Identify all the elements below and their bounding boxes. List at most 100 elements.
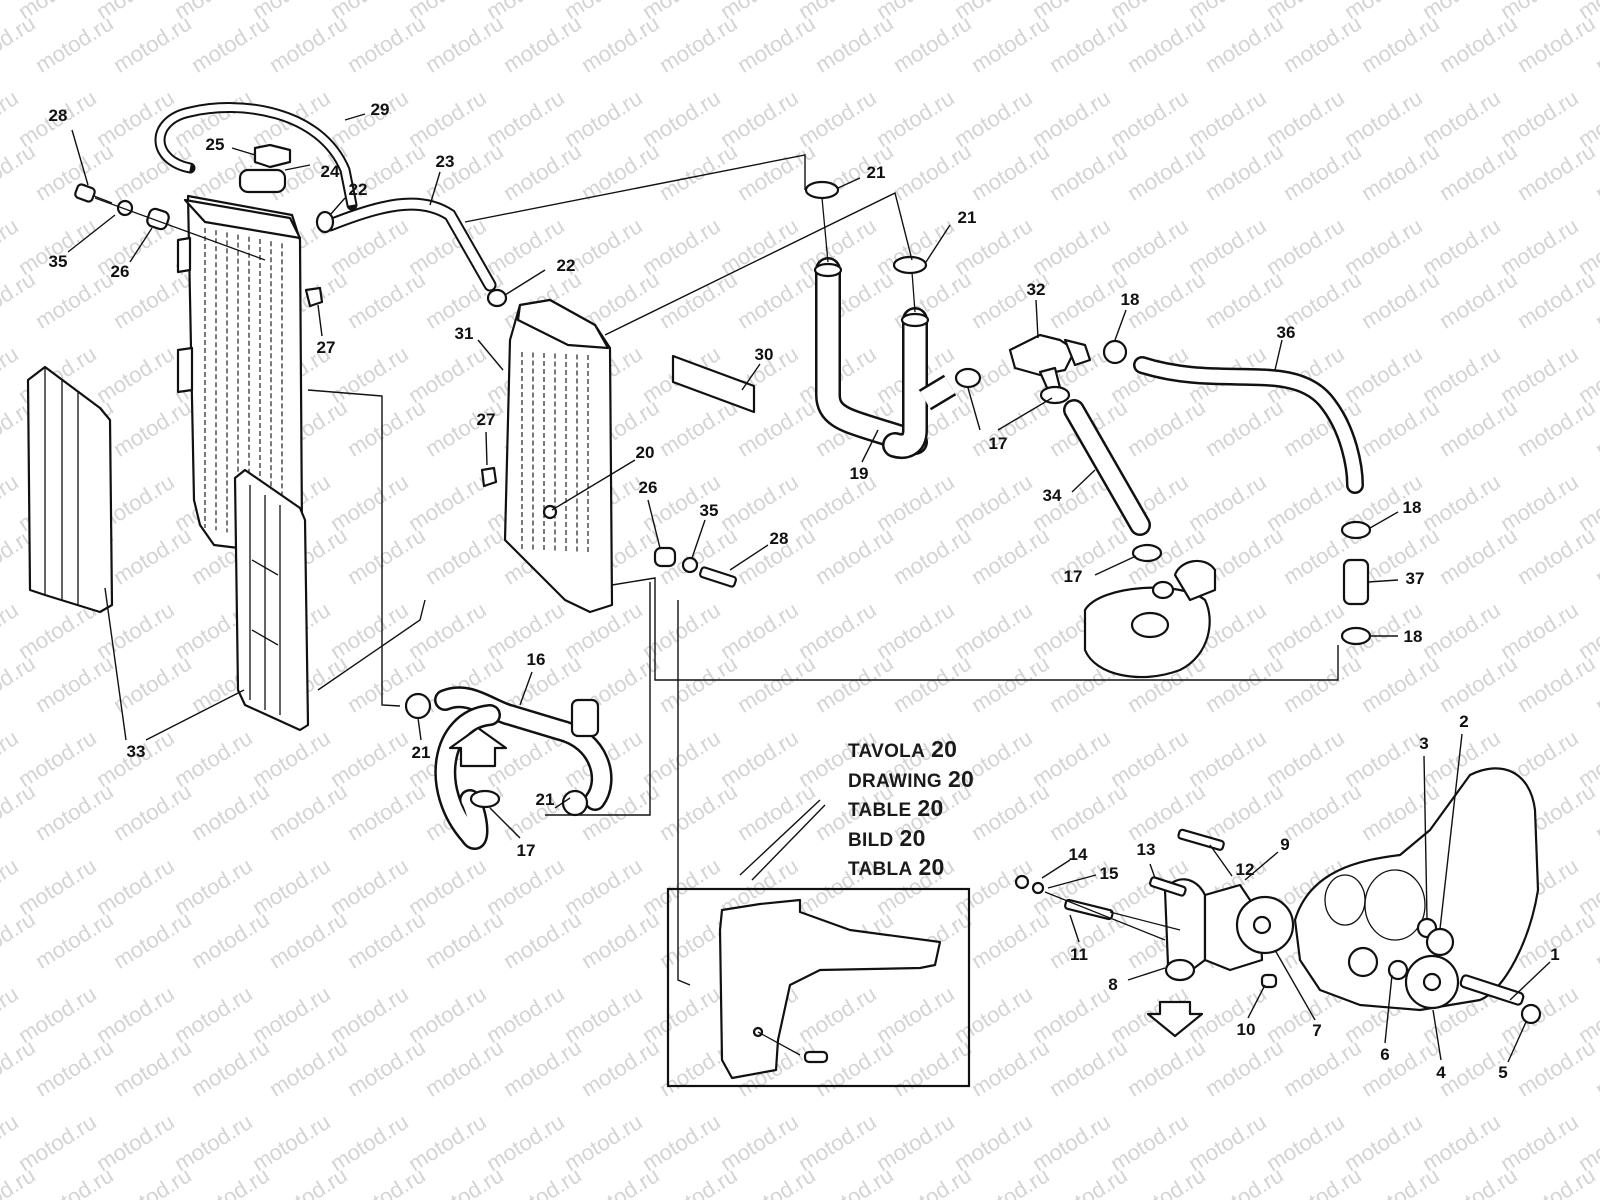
grille-left: [26, 365, 114, 614]
leader-line-35: [67, 214, 116, 253]
foam-pad: [671, 354, 756, 414]
callout-21: 21: [535, 790, 555, 809]
leader-line-8: [1127, 967, 1166, 981]
callout-22: 22: [556, 256, 576, 275]
leader-line-1: [1509, 961, 1551, 1001]
leader-line-25: [231, 147, 256, 156]
callout-18: 18: [1402, 498, 1422, 517]
leader-line-14: [1041, 859, 1071, 879]
leader-line-21: [554, 797, 571, 809]
callout-17: 17: [516, 841, 536, 860]
leader-line-29: [344, 113, 366, 121]
ref-word: DRAWING: [848, 770, 942, 792]
callout-37: 37: [1405, 569, 1425, 588]
connection-line: [751, 804, 826, 881]
callout-32: 32: [1026, 280, 1046, 299]
callout-7: 7: [1312, 1021, 1322, 1040]
grille-right: [233, 468, 310, 732]
leader-line-24: [284, 164, 311, 171]
right-radiator: [503, 298, 614, 614]
y-pipe: [813, 257, 957, 460]
leader-line-11: [1069, 914, 1080, 943]
leader-line-6: [1384, 974, 1393, 1044]
leader-line-33: [145, 689, 245, 741]
leader-line-27: [485, 431, 488, 466]
leader-line-17: [997, 397, 1053, 431]
callout-21: 21: [411, 743, 431, 762]
ref-number: 20: [918, 854, 945, 880]
callout-36: 36: [1276, 323, 1296, 342]
leader-line-2: [1439, 733, 1463, 930]
flow-arrow-up: [448, 726, 508, 768]
leader-line-3: [1423, 755, 1428, 919]
callout-11: 11: [1070, 945, 1088, 964]
leader-line-22: [329, 197, 346, 216]
flow-arrow-down: [1146, 1000, 1204, 1038]
callout-23: 23: [435, 152, 455, 171]
leader-line-21: [837, 177, 861, 189]
leader-line-19: [861, 429, 879, 463]
callout-24: 24: [320, 162, 340, 181]
pump-fasteners: [1014, 828, 1278, 989]
leader-line-26: [647, 499, 661, 549]
leader-lines: [67, 113, 1551, 1063]
leader-line-5: [1507, 1021, 1527, 1063]
callout-19: 19: [849, 464, 869, 483]
leader-line-21: [417, 717, 422, 741]
ref-word: TAVOLA: [848, 741, 926, 762]
leader-line-28: [729, 544, 769, 571]
callout-35: 35: [699, 501, 719, 520]
callout-10: 10: [1236, 1020, 1256, 1039]
leader-line-22: [504, 269, 546, 296]
callout-27: 27: [476, 410, 496, 429]
callout-8: 8: [1108, 975, 1118, 994]
side-panel: [718, 898, 942, 1080]
connection-line: [604, 191, 913, 336]
callout-21: 21: [957, 208, 977, 227]
connection-line: [545, 582, 651, 816]
callout-31: 31: [454, 324, 474, 343]
callout-2: 2: [1459, 712, 1469, 731]
leader-line-17: [1094, 555, 1137, 576]
radiator-cap: [253, 143, 292, 169]
leader-line-18: [1114, 309, 1127, 341]
leader-line-10: [1247, 984, 1266, 1019]
callout-17: 17: [988, 434, 1008, 453]
callout-16: 16: [526, 650, 546, 669]
callout-14: 14: [1068, 845, 1088, 864]
connection-line: [739, 799, 821, 876]
callout-33: 33: [126, 742, 146, 761]
leader-line-26: [129, 227, 153, 263]
callout-4: 4: [1436, 1063, 1446, 1082]
connection-line: [464, 154, 806, 223]
callout-20: 20: [635, 443, 655, 462]
callout-18: 18: [1120, 290, 1140, 309]
connection-line: [677, 600, 691, 986]
leader-line-34: [1071, 469, 1096, 493]
connection-line: [317, 599, 426, 691]
leader-line-32: [1035, 299, 1039, 339]
callout-22: 22: [348, 180, 368, 199]
connection-line: [307, 389, 401, 707]
leader-line-4: [1432, 1009, 1442, 1061]
callout-26: 26: [110, 262, 130, 281]
inset-box: [666, 887, 971, 1088]
leader-line-27: [317, 304, 323, 337]
callout-28: 28: [769, 529, 789, 548]
callout-18: 18: [1403, 627, 1423, 646]
right-fasteners: [480, 466, 737, 588]
callout-29: 29: [370, 100, 390, 119]
left-radiator: [176, 168, 304, 557]
callout-28: 28: [48, 106, 68, 125]
callout-27: 27: [316, 338, 336, 357]
callout-1: 1: [1550, 945, 1560, 964]
cylinder-head: [1083, 559, 1217, 679]
ref-number: 20: [917, 795, 944, 821]
ref-number: 20: [931, 736, 958, 762]
